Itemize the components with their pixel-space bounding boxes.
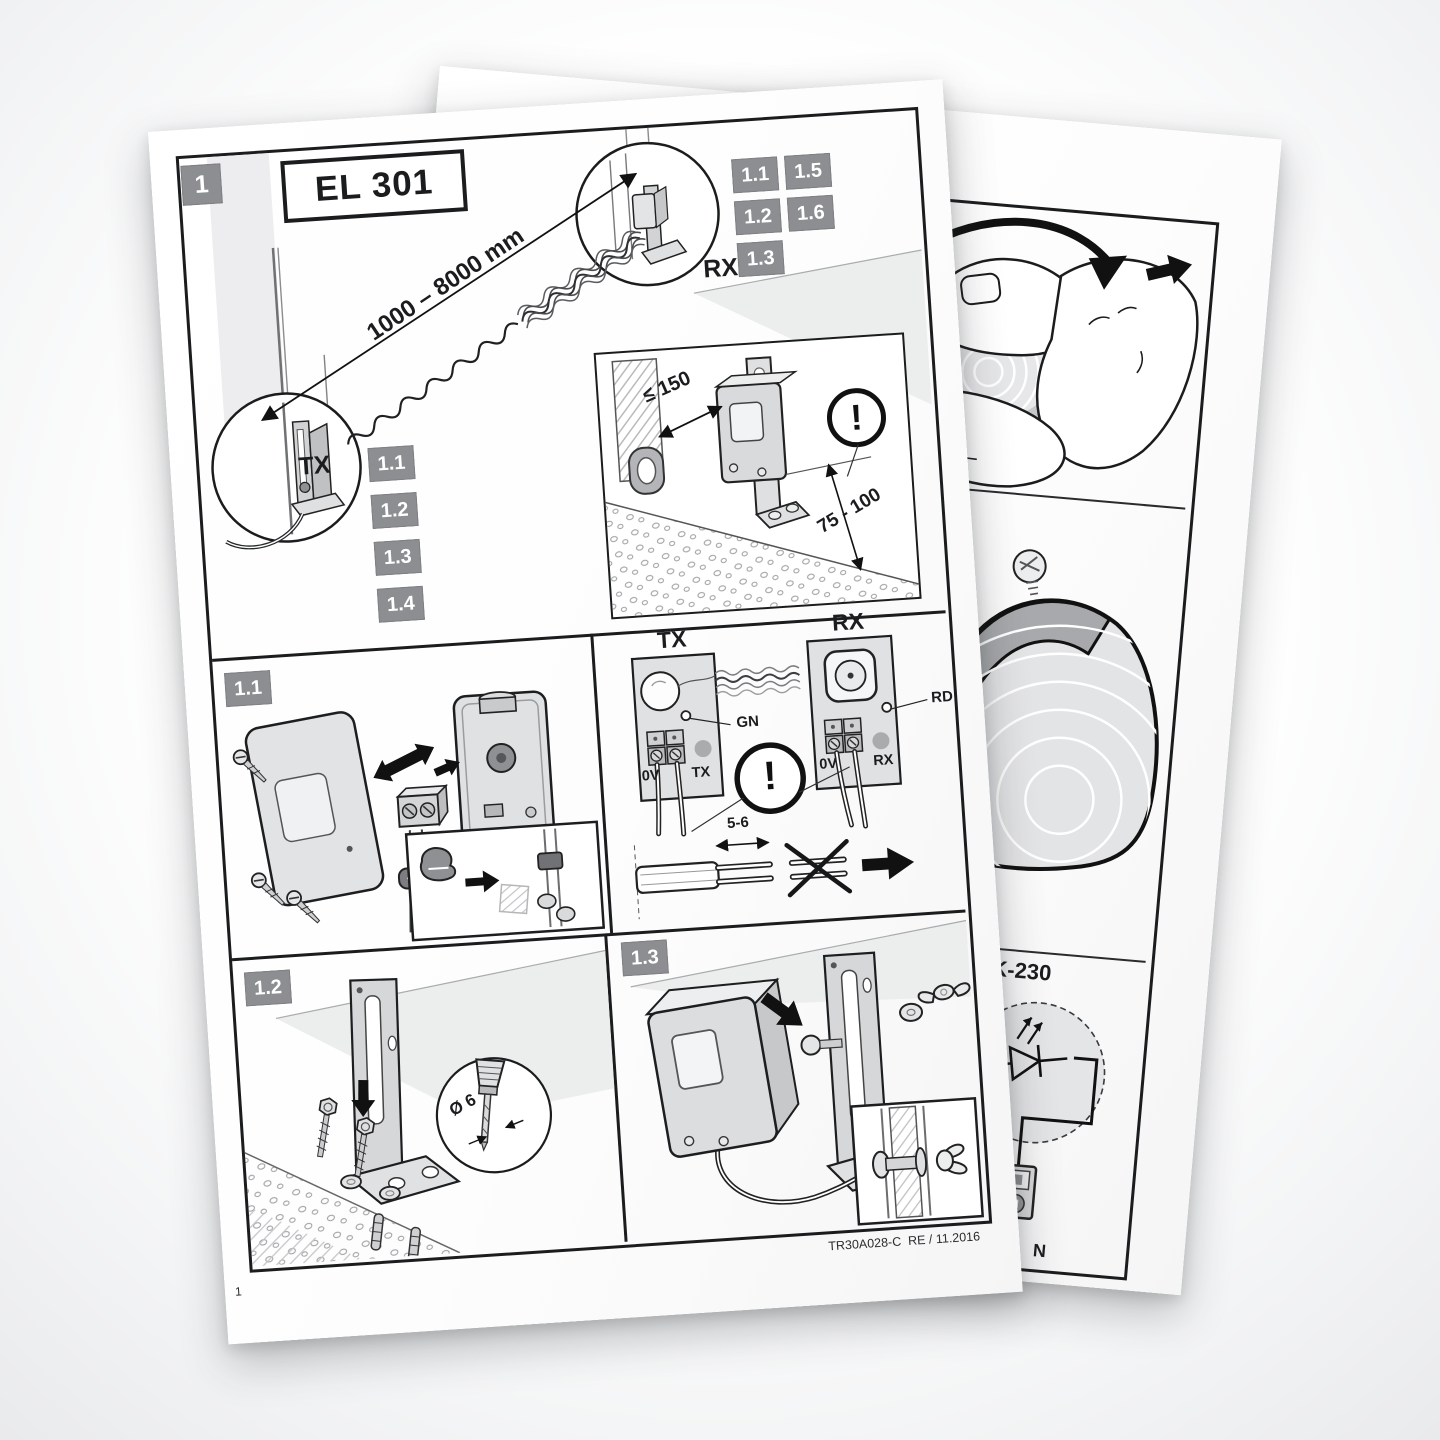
tx-step-badge-1-3: 1.3 [373,538,422,576]
rx-terminal-rx-label: RX [872,751,894,770]
rx-step-1-2-text: 1.2 [743,204,773,229]
step-1-badge-text: 1 [193,169,210,199]
product-title-box: EL 301 [280,149,468,224]
tx-terminal-tx-label: TX [691,764,711,782]
rx-step-1-1-text: 1.1 [740,162,770,187]
bracket-mounting-illustration [244,949,615,1267]
rx-terminal-0v-label: 0V [818,755,838,773]
warning-icon: ! [849,396,864,439]
section-1-1-badge-text: 1.1 [233,676,263,700]
rx-step-1-6-text: 1.6 [796,200,826,225]
mounting-height-illustration [605,356,920,618]
rx-step-badge-1-5: 1.5 [783,152,833,190]
tx-step-badge-1-4: 1.4 [376,585,425,623]
wiring-tx-header: TX [656,625,688,654]
tx-step-1-2-text: 1.2 [379,498,410,522]
rx-callout-label: RX [702,253,739,284]
rx-step-badge-1-6: 1.6 [786,194,835,232]
tx-step-1-4-text: 1.4 [386,591,416,616]
device-mounting-illustration [630,919,985,1226]
wiring-warning-icon: ! [761,753,779,799]
product-title-text: EL 301 [313,162,435,210]
section-1-3-badge-text: 1.3 [630,945,660,970]
rx-step-1-5-text: 1.5 [793,158,823,183]
section-1-2-badge-text: 1.2 [253,975,283,1000]
step-1-badge: 1 [180,163,223,206]
page-number: 1 [234,1284,243,1299]
rx-step-badge-1-1: 1.1 [731,156,780,194]
section-1-3-badge: 1.3 [620,939,669,977]
section-1-2-badge: 1.2 [243,969,293,1007]
strip-length-label: 5-6 [726,813,750,833]
tx-step-badge-1-2: 1.2 [370,492,419,529]
front-page: 1 EL 301 1000 – 8000 mm TX RX 1.1 1.2 1.… [148,79,1023,1345]
neutral-terminal-label: N [1032,1240,1047,1262]
tx-step-1-3-text: 1.3 [383,544,413,569]
tx-terminal-0v-label: 0V [641,767,661,785]
tx-callout-label: TX [297,450,332,481]
rx-step-badge-1-3: 1.3 [736,240,785,278]
tx-step-badge-1-1: 1.1 [367,445,416,483]
mounting-height-inset: ≤ 150 ! 75 - 100 [593,332,922,620]
rx-led-label: RD [930,687,954,707]
section-1-1-badge: 1.1 [224,670,273,708]
wiring-rx-header: RX [831,607,865,636]
housing-assembly-illustration [232,690,606,942]
rx-step-badge-1-2: 1.2 [733,198,783,236]
tx-step-1-1-text: 1.1 [376,451,407,475]
tx-led-label: GN [735,712,760,732]
rx-step-1-3-text: 1.3 [746,246,776,271]
overview-scene-illustration [206,127,932,550]
wiring-diagram-illustration [630,634,928,920]
